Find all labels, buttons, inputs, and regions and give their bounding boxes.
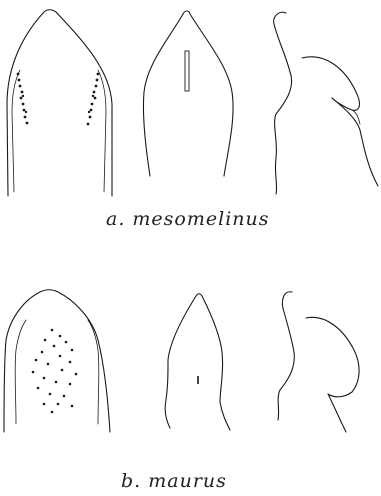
specimen-a-group: a. mesomelinus [7,10,378,230]
specimen-b-dorsal-view [4,290,110,432]
specimen-b-lateral-view [278,292,359,432]
specimen-a-dorsal-view [7,10,112,196]
specimen-a-lateral-view [274,12,378,194]
specimen-b-group: b. maurus [4,290,359,492]
caption-b: b. maurus [121,470,227,492]
specimen-b-ventral-view [165,294,230,430]
specimen-a-ventral-slit [185,51,189,91]
specimen-a-ventral-view [143,11,233,176]
caption-a: a. mesomelinus [106,208,270,230]
specimen-a-dot-pattern [17,73,100,126]
specimen-b-dot-pattern [32,329,78,414]
